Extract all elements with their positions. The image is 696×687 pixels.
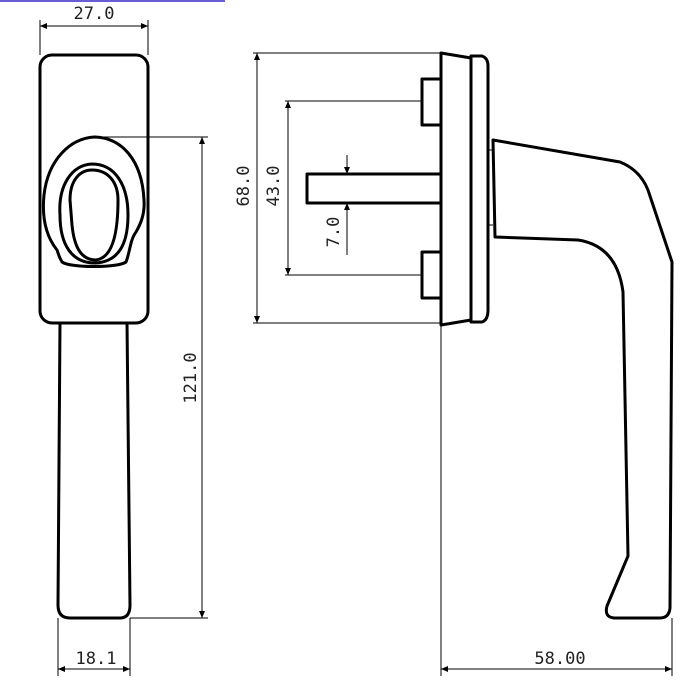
spindle	[305, 172, 443, 205]
dim-backplate-width: 27.0	[74, 4, 115, 24]
dim-handle-length: 121.0	[181, 352, 201, 403]
rose-outline	[41, 135, 146, 268]
base-plate	[439, 51, 473, 327]
key-recess-outer	[58, 162, 130, 265]
key-recess-inner	[68, 168, 120, 262]
screw-lug-bottom	[420, 250, 443, 300]
handle-shaft	[56, 321, 132, 620]
screw-lug-top	[420, 77, 443, 127]
dim-handle-tip-width: 18.1	[76, 649, 117, 669]
dim-projection: 58.00	[534, 649, 585, 669]
side-view: 68.0 43.0 7.0 58.00	[234, 51, 674, 676]
top-edge-bar	[0, 0, 225, 2]
dim-backplate-height: 68.0	[234, 166, 254, 207]
lever-handle	[491, 138, 674, 620]
dim-spindle-size: 7.0	[324, 217, 344, 248]
front-view: 27.0 121.0 18.1	[38, 4, 208, 676]
cover-rose	[469, 54, 490, 324]
backplate-outline	[38, 53, 150, 325]
dim-screw-spacing: 43.0	[264, 166, 284, 207]
